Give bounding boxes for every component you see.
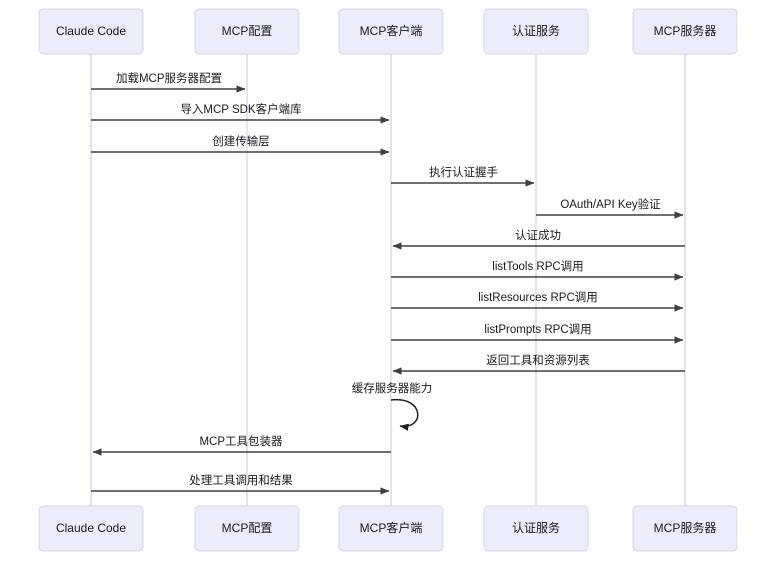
- message-label: OAuth/API Key验证: [560, 197, 661, 211]
- actor-box-top: [194, 8, 300, 55]
- message-3: 创建传输层: [91, 134, 390, 156]
- actor-client-top[interactable]: MCP客户端: [338, 8, 444, 55]
- message-1: 加载MCP服务器配置: [91, 71, 246, 93]
- message-label: MCP工具包装器: [199, 435, 283, 448]
- actor-label: Claude Code: [56, 521, 126, 535]
- message-label: 缓存服务器能力: [352, 381, 433, 395]
- actor-label: MCP配置: [222, 521, 273, 535]
- message-label: 处理工具调用和结果: [189, 474, 293, 487]
- self-loop-path: [390, 399, 419, 431]
- message-label: 认证成功: [515, 229, 561, 242]
- actor-box-top: [483, 8, 589, 55]
- actor-label: MCP客户端: [360, 23, 423, 38]
- message-label: 加载MCP服务器配置: [116, 71, 222, 85]
- message-label: 返回工具和资源列表: [486, 353, 590, 367]
- message-label: 创建传输层: [212, 134, 270, 148]
- message-8: listResources RPC调用: [391, 291, 684, 312]
- actor-label: MCP客户端: [360, 520, 423, 535]
- actor-server-top[interactable]: MCP服务器: [632, 8, 738, 55]
- actor-label: 认证服务: [512, 23, 560, 38]
- message-label: 执行认证握手: [429, 165, 498, 179]
- actor-box-top: [38, 8, 144, 55]
- actor-box-top: [338, 8, 444, 55]
- actor-label: MCP服务器: [654, 520, 717, 535]
- message-9: listPrompts RPC调用: [391, 323, 684, 344]
- actor-box-bottom: [38, 505, 144, 552]
- actor-auth-bottom[interactable]: 认证服务: [483, 505, 589, 552]
- message-label: listPrompts RPC调用: [484, 323, 591, 336]
- actors-bottom-group: Claude Code MCP配置 MCP客户端 认证服务 MCP服务器: [38, 505, 738, 552]
- message-6: 认证成功: [392, 229, 685, 250]
- message-5: OAuth/API Key验证: [536, 197, 684, 219]
- message-11: 缓存服务器能力: [352, 381, 433, 431]
- actor-config-bottom[interactable]: MCP配置: [194, 505, 300, 552]
- actor-client-bottom[interactable]: MCP客户端: [338, 505, 444, 552]
- message-label: listTools RPC调用: [492, 260, 583, 273]
- message-4: 执行认证握手: [391, 165, 535, 187]
- actor-box-top: [632, 8, 738, 55]
- actor-label: Claude Code: [56, 24, 126, 38]
- actor-box-bottom: [194, 505, 300, 552]
- actor-label: MCP配置: [222, 24, 273, 38]
- message-2: 导入MCP SDK客户端库: [91, 102, 390, 124]
- actor-config-top[interactable]: MCP配置: [194, 8, 300, 55]
- message-label: 导入MCP SDK客户端库: [180, 102, 301, 116]
- message-7: listTools RPC调用: [391, 260, 684, 281]
- actors-top-group: Claude Code MCP配置 MCP客户端 认证服务 MCP服务器: [38, 8, 738, 55]
- actor-box-bottom: [632, 505, 738, 552]
- message-label: listResources RPC调用: [478, 291, 598, 304]
- actor-label: 认证服务: [512, 520, 560, 535]
- actor-box-bottom: [338, 505, 444, 552]
- actor-claude-top[interactable]: Claude Code: [38, 8, 144, 55]
- actor-server-bottom[interactable]: MCP服务器: [632, 505, 738, 552]
- actor-box-bottom: [483, 505, 589, 552]
- actor-auth-top[interactable]: 认证服务: [483, 8, 589, 55]
- lifelines-group: [90, 54, 686, 506]
- actor-claude-bottom[interactable]: Claude Code: [38, 505, 144, 552]
- message-10: 返回工具和资源列表: [392, 353, 685, 375]
- message-13: 处理工具调用和结果: [91, 474, 390, 495]
- actor-label: MCP服务器: [654, 23, 717, 38]
- message-12: MCP工具包装器: [92, 435, 391, 456]
